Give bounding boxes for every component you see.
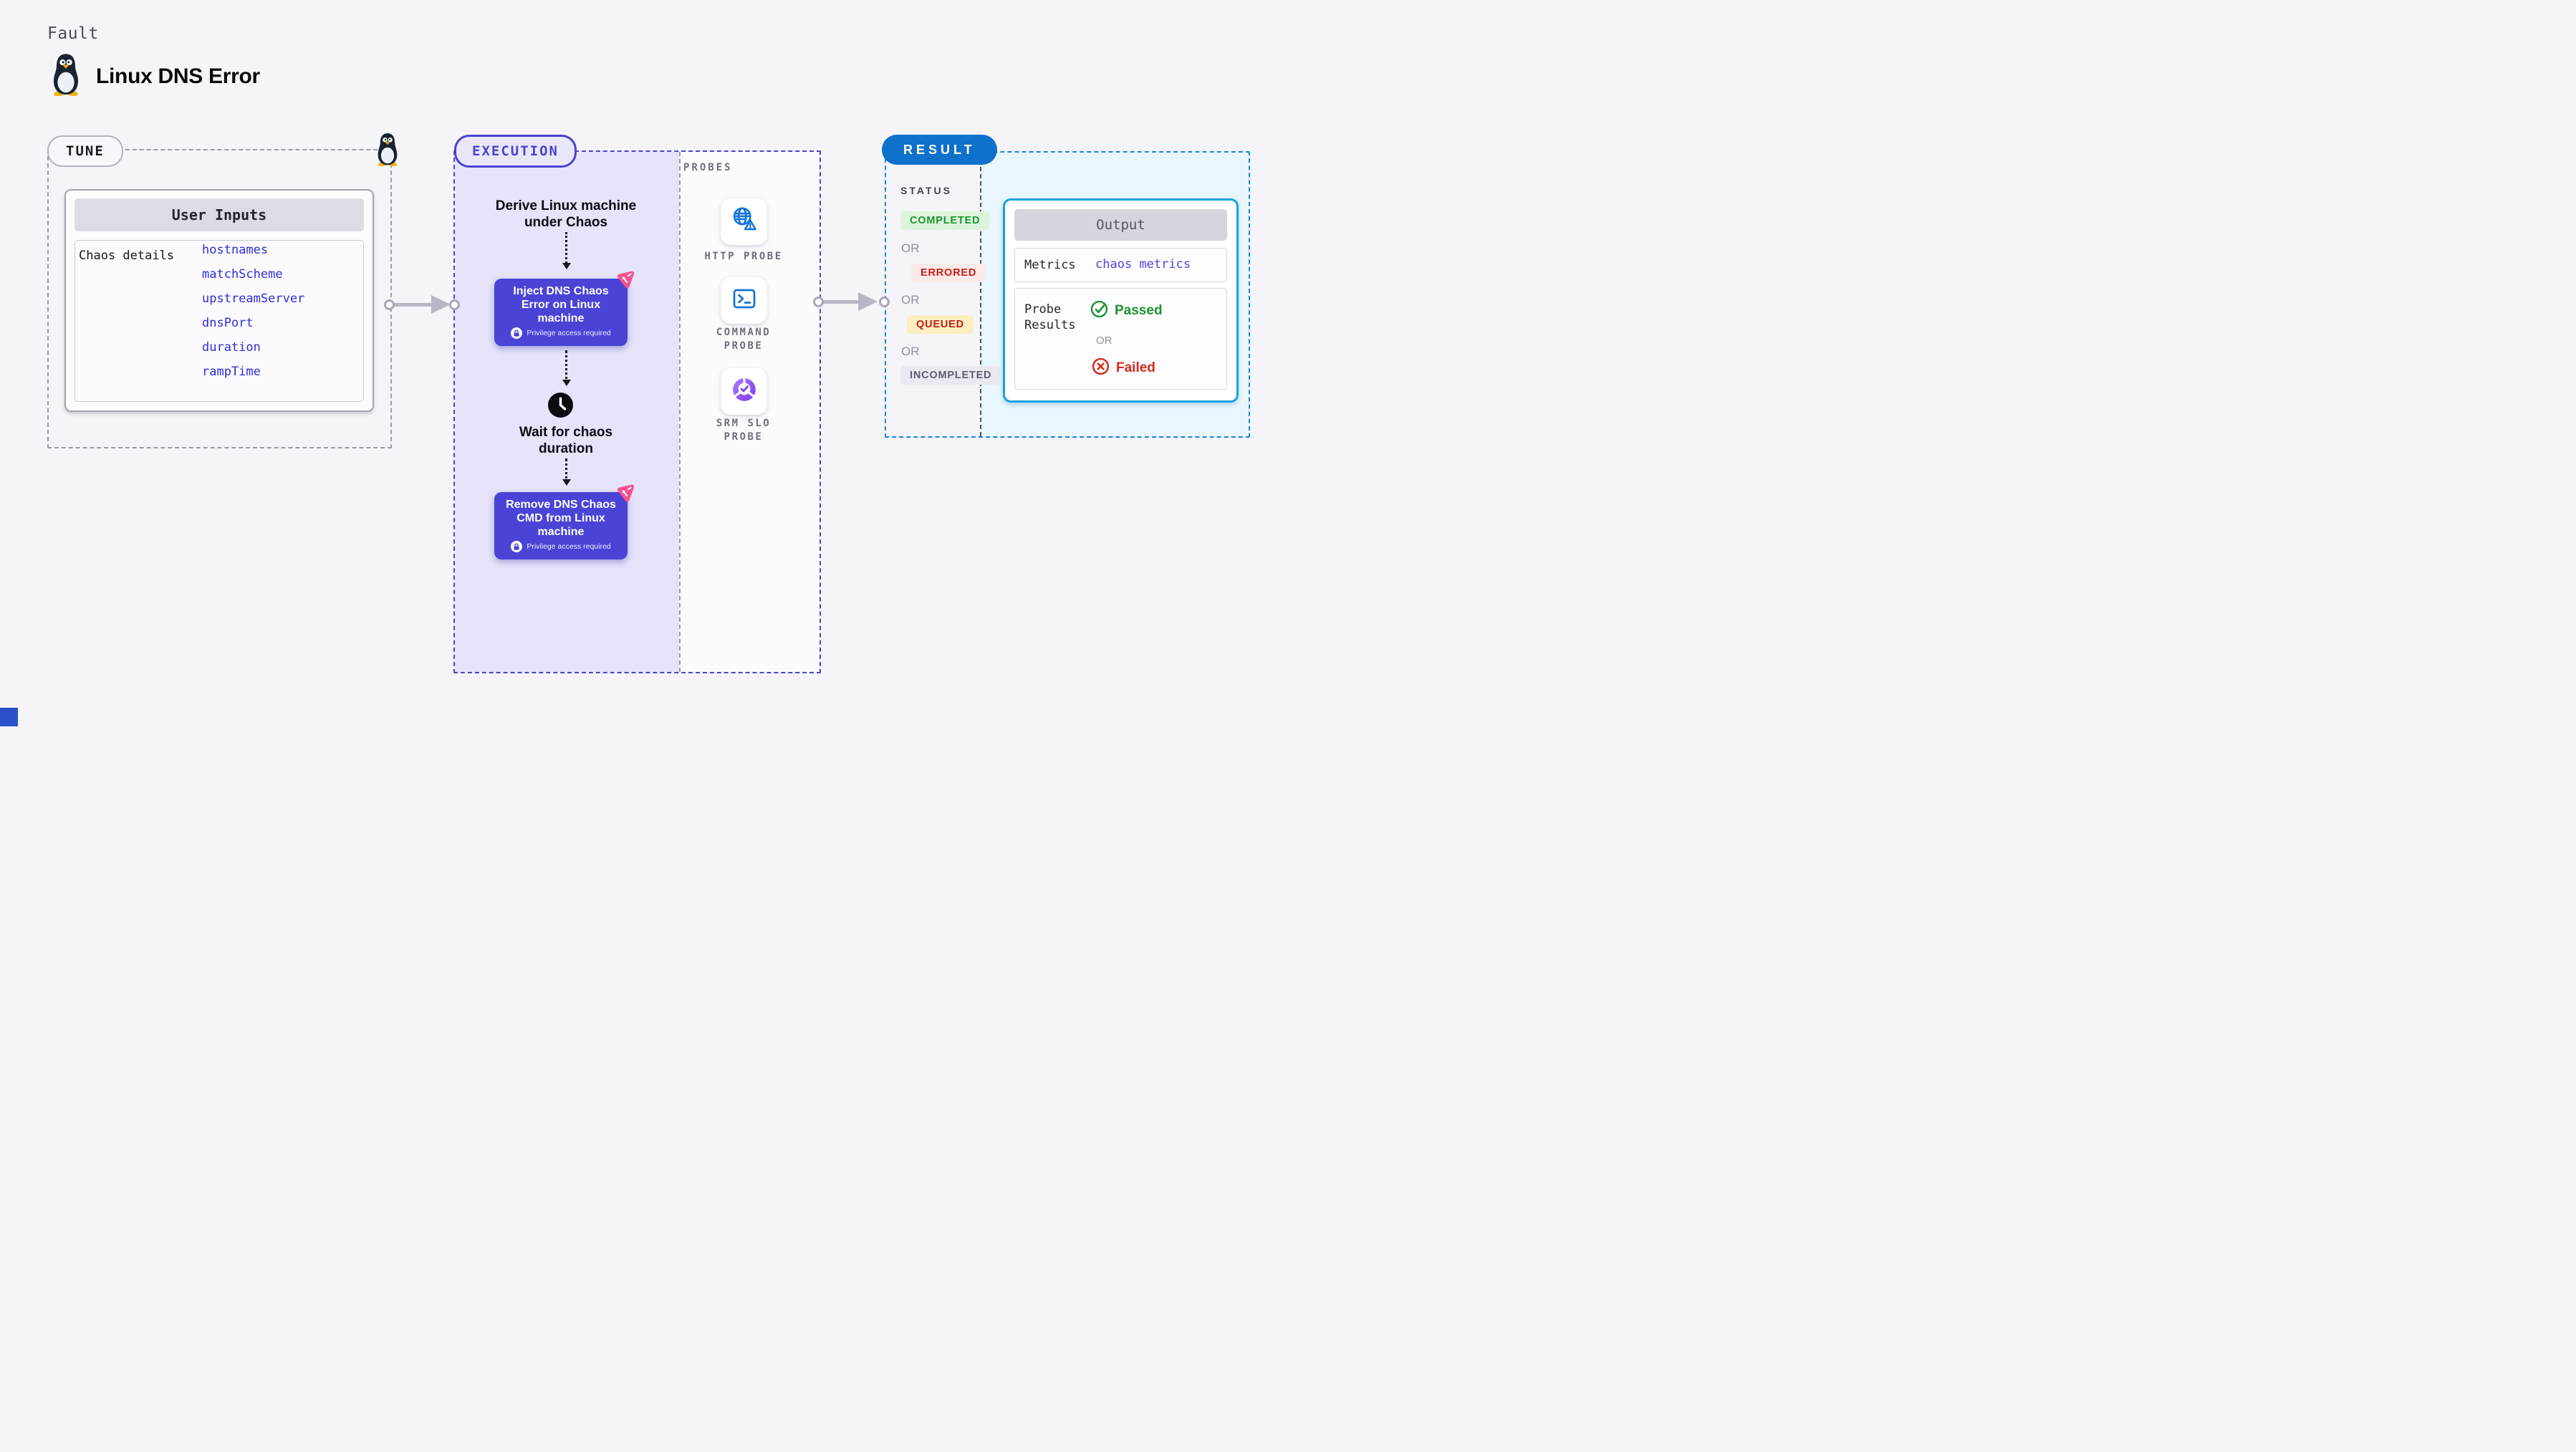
bottom-left-accent <box>0 708 18 726</box>
metrics-value: chaos metrics <box>1095 257 1191 271</box>
page-title-row: Linux DNS Error <box>47 53 260 100</box>
passed-failed-or: OR <box>1096 335 1112 347</box>
page-title: Linux DNS Error <box>96 64 260 88</box>
probes-label: PROBES <box>683 162 733 173</box>
terminal-icon <box>731 287 757 314</box>
connector-derive-to-inject <box>562 232 571 269</box>
status-badge-completed: COMPLETED <box>900 211 990 230</box>
x-circle-icon <box>1092 357 1110 379</box>
probe-results-row: Probe Results Passed OR F <box>1014 288 1227 390</box>
or-separator: OR <box>901 345 920 358</box>
or-separator: OR <box>901 293 920 307</box>
lock-icon <box>511 541 523 552</box>
or-separator: OR <box>901 241 920 255</box>
connector-wait-to-remove <box>562 458 571 486</box>
remove-privilege-row: Privilege access required <box>494 541 628 552</box>
status-label: STATUS <box>900 185 952 196</box>
http-probe-card <box>721 198 767 245</box>
status-badge-queued: QUEUED <box>907 315 974 334</box>
fault-diagram-page: Fault Linux DNS Error TUNE <box>0 0 1288 726</box>
failed-text: Failed <box>1116 360 1155 375</box>
srm-slo-probe-card <box>721 368 767 415</box>
remove-chaos-node: Remove DNS Chaos CMD from Linux machine … <box>494 484 635 559</box>
tune-stage-box <box>47 149 392 448</box>
tux-penguin-corner-icon <box>373 133 402 170</box>
remove-node-title: Remove DNS Chaos CMD from Linux machine <box>506 499 616 538</box>
tux-penguin-icon <box>47 53 85 100</box>
failed-row: Failed <box>1092 357 1155 379</box>
srm-slo-probe-label: SRM SLO PROBE <box>716 418 772 443</box>
input-ramptime: rampTime <box>202 365 261 379</box>
http-probe-label: HTTP PROBE <box>704 251 783 262</box>
metrics-label: Metrics <box>1024 258 1076 272</box>
output-header: Output <box>1014 209 1227 241</box>
input-duration: duration <box>202 340 261 355</box>
status-output-divider <box>980 153 981 436</box>
input-upstreamserver: upstreamServer <box>202 292 305 306</box>
user-inputs-card: User Inputs Chaos details hostnames matc… <box>64 189 374 412</box>
clock-icon <box>548 393 573 421</box>
inject-privilege-row: Privilege access required <box>494 327 628 339</box>
command-probe-card <box>721 277 767 324</box>
chaos-details-label: Chaos details <box>79 249 175 263</box>
derive-step-text: Derive Linux machine under Chaos <box>495 198 637 230</box>
chaos-input-list: hostnames matchScheme upstreamServer dns… <box>202 243 304 380</box>
check-circle-icon <box>1090 300 1108 322</box>
result-stage-badge: RESULT <box>882 135 997 165</box>
output-card: Output Metrics chaos metrics Probe Resul… <box>1003 198 1239 403</box>
connector-inject-to-wait <box>562 350 571 386</box>
remove-privilege-text: Privilege access required <box>527 542 611 551</box>
globe-alert-icon <box>731 206 758 237</box>
inject-chaos-node: Inject DNS Chaos Error on Linux machine … <box>494 271 635 346</box>
user-inputs-body <box>75 240 364 402</box>
passed-row: Passed <box>1090 300 1163 322</box>
metrics-row: Metrics chaos metrics <box>1014 248 1227 282</box>
wait-step-text: Wait for chaos duration <box>519 425 613 456</box>
status-badge-errored: ERRORED <box>911 264 986 282</box>
command-probe-label: COMMAND PROBE <box>716 327 772 352</box>
lock-icon <box>511 327 523 339</box>
status-badge-incompleted: INCOMPLETED <box>900 366 1001 385</box>
slo-donut-icon <box>731 376 758 407</box>
execution-stage-badge: EXECUTION <box>454 135 577 168</box>
user-inputs-header: User Inputs <box>75 198 364 231</box>
execution-probes-divider <box>679 152 681 672</box>
chaos-experiment-icon <box>612 269 635 295</box>
tune-stage-badge: TUNE <box>47 135 123 167</box>
input-dnsport: dnsPort <box>202 316 254 330</box>
passed-text: Passed <box>1115 303 1163 318</box>
input-matchscheme: matchScheme <box>202 267 283 282</box>
inject-node-title: Inject DNS Chaos Error on Linux machine <box>513 285 609 324</box>
probe-results-label: Probe Results <box>1024 302 1076 332</box>
input-hostnames: hostnames <box>202 243 269 257</box>
chaos-experiment-icon <box>612 482 635 509</box>
inject-privilege-text: Privilege access required <box>527 329 611 337</box>
fault-eyebrow: Fault <box>47 24 99 43</box>
